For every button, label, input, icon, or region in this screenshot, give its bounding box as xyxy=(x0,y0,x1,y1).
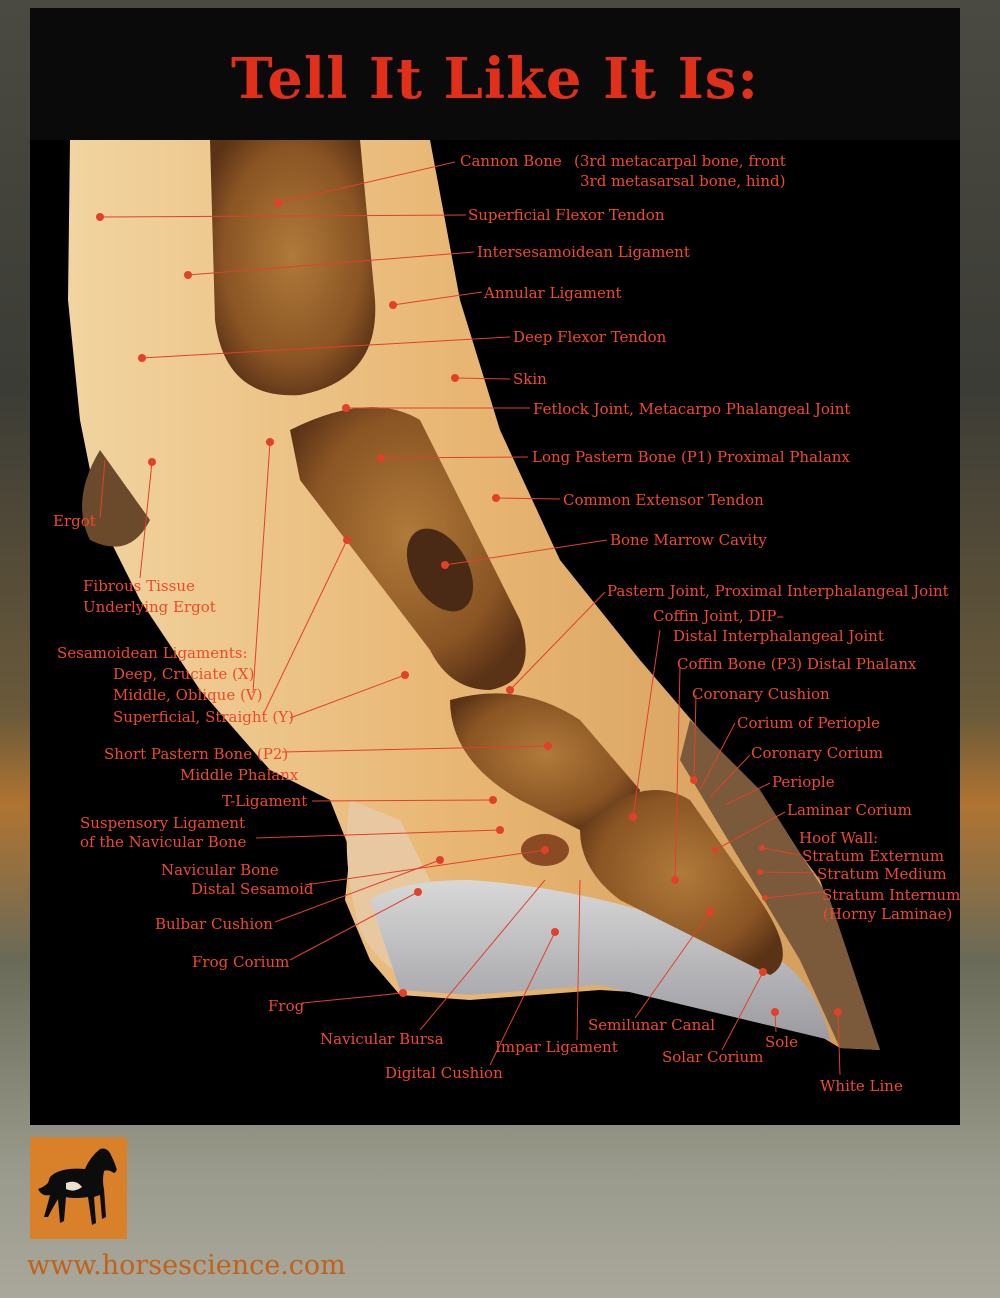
label-suspensory-2: of the Navicular Bone xyxy=(80,833,247,851)
leader-dots xyxy=(96,199,842,1016)
poster-title: Tell It Like It Is: xyxy=(230,46,759,112)
label-hoof-wall-2: Stratum Externum xyxy=(802,847,945,865)
label-coffin-joint-2: Distal Interphalangeal Joint xyxy=(673,627,884,645)
label-bulbar-cushion: Bulbar Cushion xyxy=(155,915,273,933)
label-cannon-note-2: 3rd metasarsal bone, hind) xyxy=(580,172,786,190)
label-pastern-joint: Pastern Joint, Proximal Interphalangeal … xyxy=(607,582,949,600)
label-fibrous-tissue-1: Fibrous Tissue xyxy=(83,577,195,595)
sole-shape xyxy=(370,880,830,1040)
horse-logo xyxy=(30,1137,127,1239)
label-short-pastern-1: Short Pastern Bone (P2) xyxy=(104,745,289,763)
label-white-line: White Line xyxy=(820,1077,903,1095)
label-laminar-corium: Laminar Corium xyxy=(787,801,912,819)
label-bone-marrow-cavity: Bone Marrow Cavity xyxy=(610,531,767,549)
label-deep-flexor-tendon: Deep Flexor Tendon xyxy=(513,328,667,346)
label-sesamoidean-deep: Deep, Cruciate (X) xyxy=(113,665,255,683)
label-navicular-2: Distal Sesamoid xyxy=(191,880,314,898)
label-fetlock-joint: Fetlock Joint, Metacarpo Phalangeal Join… xyxy=(533,400,851,418)
hoof-cross-section-illustration xyxy=(68,140,880,1076)
label-sesamoidean-middle: Middle, Oblique (V) xyxy=(113,686,263,704)
label-coffin-joint-1: Coffin Joint, DIP– xyxy=(653,607,785,625)
label-solar-corium: Solar Corium xyxy=(662,1048,764,1066)
label-skin: Skin xyxy=(513,370,547,388)
label-frog: Frog xyxy=(268,997,305,1015)
label-cannon-note-1: (3rd metacarpal bone, front xyxy=(574,152,786,170)
label-long-pastern-bone: Long Pastern Bone (P1) Proximal Phalanx xyxy=(532,448,850,466)
label-coronary-cushion: Coronary Cushion xyxy=(692,685,830,703)
label-frog-corium: Frog Corium xyxy=(192,953,290,971)
ergot-shape xyxy=(82,450,150,547)
horse-silhouette-icon xyxy=(38,1148,117,1225)
website-url[interactable]: www.horsescience.com xyxy=(27,1250,346,1281)
label-sole: Sole xyxy=(765,1033,798,1051)
label-corium-of-periople: Corium of Periople xyxy=(737,714,881,732)
marrow-cavity-shape xyxy=(406,528,474,612)
label-superficial-flexor-tendon: Superficial Flexor Tendon xyxy=(468,206,665,224)
label-periople: Periople xyxy=(772,773,835,791)
label-stratum-internum-1: Stratum Internum xyxy=(822,886,961,904)
label-sesamoidean-superficial: Superficial, Straight (Y) xyxy=(113,708,294,726)
coffin-bone-shape xyxy=(580,790,783,975)
label-sesamoidean-title: Sesamoidean Ligaments: xyxy=(57,644,248,662)
label-digital-cushion: Digital Cushion xyxy=(385,1064,503,1082)
label-coffin-bone: Coffin Bone (P3) Distal Phalanx xyxy=(677,655,917,673)
label-cannon-bone: Cannon Bone xyxy=(460,152,562,170)
title-band: Tell It Like It Is: xyxy=(30,8,960,140)
label-navicular-bursa: Navicular Bursa xyxy=(320,1030,444,1048)
leader-lines xyxy=(99,161,841,1076)
label-stratum-internum-2: (Horny Laminae) xyxy=(823,905,953,923)
label-t-ligament: T-Ligament xyxy=(222,792,308,810)
label-stratum-medium: Stratum Medium xyxy=(817,865,947,883)
label-hoof-wall-1: Hoof Wall: xyxy=(799,829,879,847)
label-semilunar-canal: Semilunar Canal xyxy=(588,1016,715,1034)
label-short-pastern-2: Middle Phalanx xyxy=(180,766,299,784)
short-pastern-shape xyxy=(450,693,640,830)
label-annular-ligament: Annular Ligament xyxy=(484,284,622,302)
label-navicular-1: Navicular Bone xyxy=(161,861,279,879)
label-suspensory-1: Suspensory Ligament xyxy=(80,814,246,832)
label-coronary-corium: Coronary Corium xyxy=(751,744,884,762)
label-fibrous-tissue-2: Underlying Ergot xyxy=(83,598,216,616)
label-common-extensor-tendon: Common Extensor Tendon xyxy=(563,491,764,509)
cannon-bone-shape xyxy=(210,140,376,396)
label-intersesamoidean-ligament: Intersesamoidean Ligament xyxy=(477,243,690,261)
label-ergot: Ergot xyxy=(53,512,96,530)
label-impar-ligament: Impar Ligament xyxy=(495,1038,618,1056)
